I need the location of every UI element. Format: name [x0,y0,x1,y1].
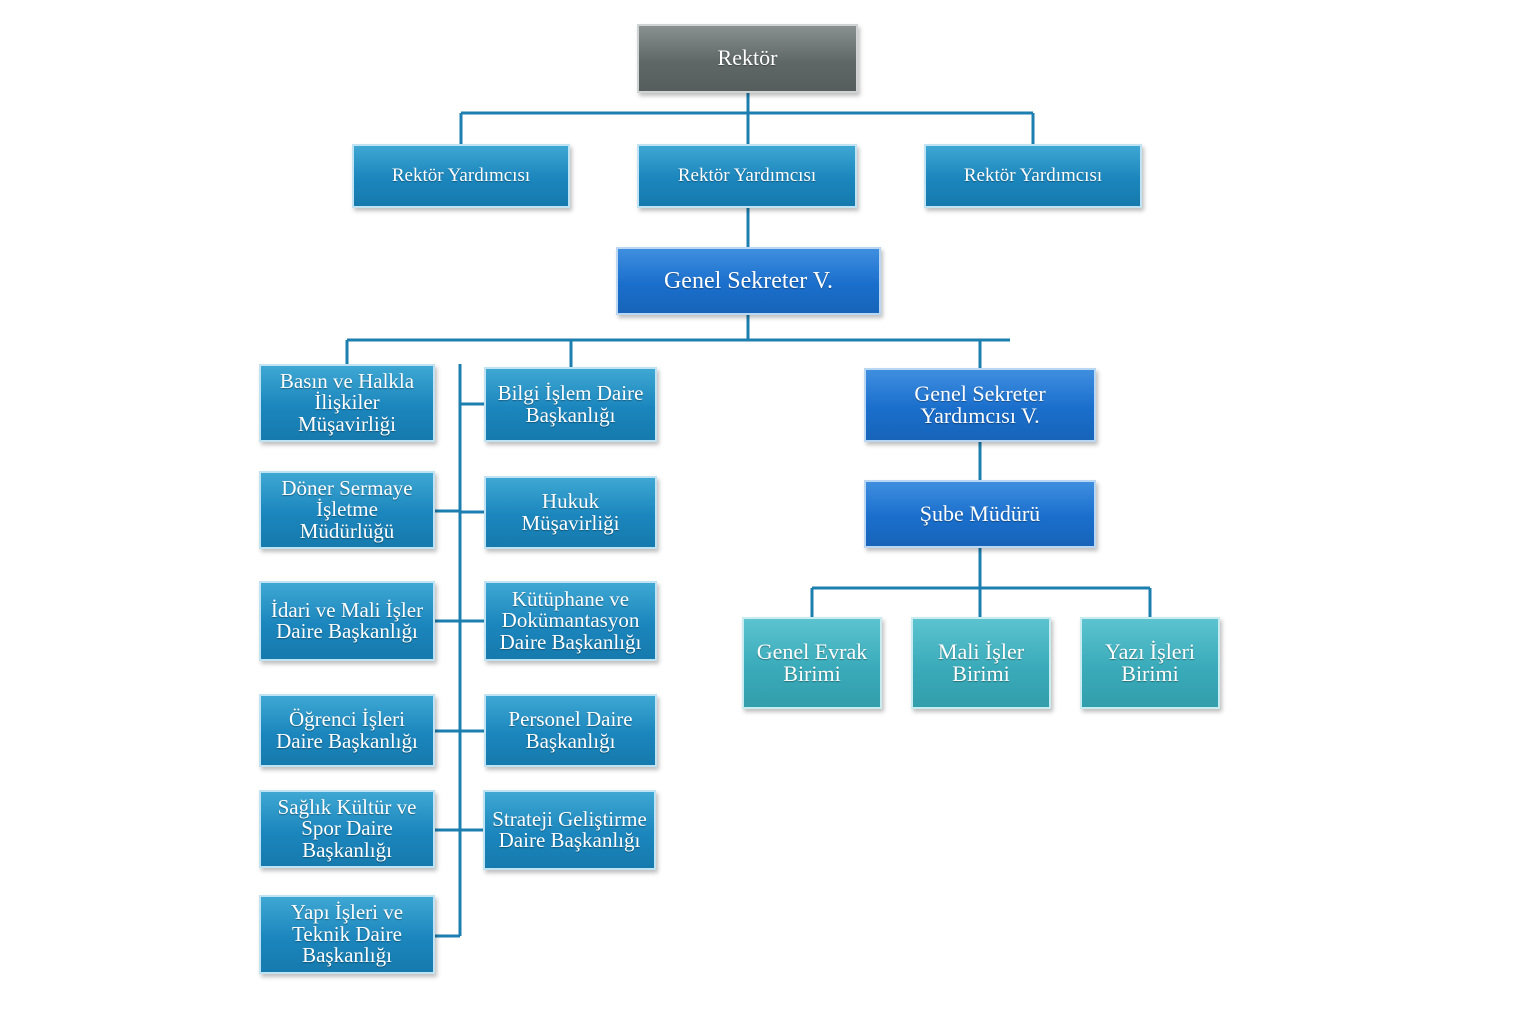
unit-box-left: Öğrenci İşleri Daire Başkanlığı [259,694,435,767]
unit-box-right: Strateji Geliştirme Daire Başkanlığı [483,790,656,870]
unit-box-left: Basın ve Halkla İlişkiler Müşavirliği [259,364,435,442]
unit-box-left: Yapı İşleri ve Teknik Daire Başkanlığı [259,895,435,974]
vice-rector-box: Rektör Yardımcısı [924,144,1142,208]
unit-box-right: Hukuk Müşavirliği [484,476,657,549]
vice-rector-box: Rektör Yardımcısı [352,144,570,208]
unit-box-right: Kütüphane ve Dokümantasyon Daire Başkanl… [484,581,657,661]
sub-unit-box: Genel Evrak Birimi [742,617,882,709]
rector-box: Rektör [637,24,858,93]
deputy-secretary-box: Genel Sekreter Yardımcısı V. [864,368,1096,442]
unit-box-right: Personel Daire Başkanlığı [484,694,657,767]
unit-box-left: İdari ve Mali İşler Daire Başkanlığı [259,581,435,661]
unit-box-right: Bilgi İşlem Daire Başkanlığı [484,367,657,442]
general-secretary-box: Genel Sekreter V. [616,247,881,315]
unit-box-left: Sağlık Kültür ve Spor Daire Başkanlığı [259,790,435,868]
vice-rector-box: Rektör Yardımcısı [637,144,857,208]
unit-box-left: Döner Sermaye İşletme Müdürlüğü [259,471,435,549]
branch-manager-box: Şube Müdürü [864,480,1096,548]
sub-unit-box: Mali İşler Birimi [911,617,1051,709]
sub-unit-box: Yazı İşleri Birimi [1080,617,1220,709]
